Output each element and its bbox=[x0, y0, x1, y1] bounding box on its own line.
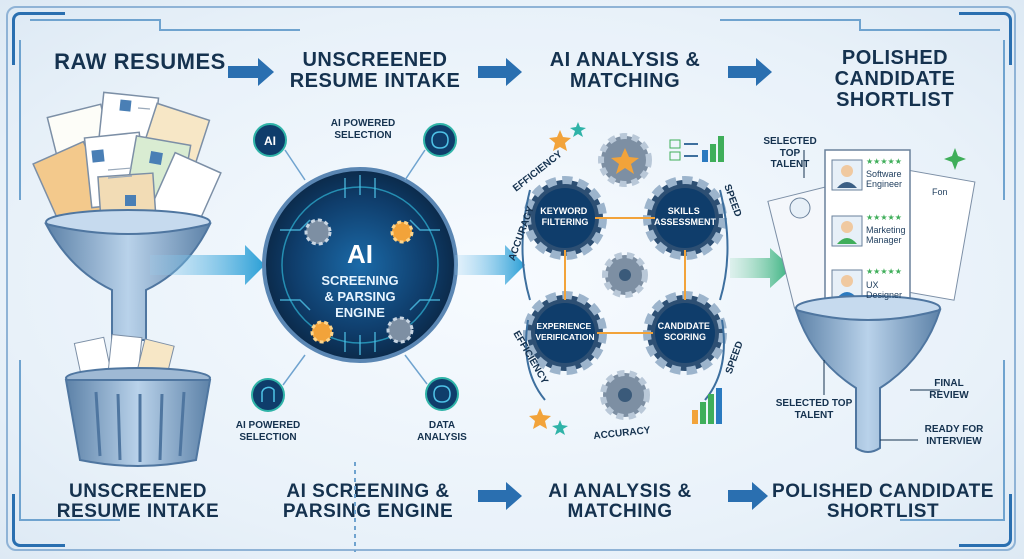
star-icon bbox=[529, 408, 551, 429]
brain-icon bbox=[425, 377, 459, 411]
ai-chip-icon bbox=[253, 123, 287, 157]
corner-decoration bbox=[959, 494, 1012, 547]
gear-label-experience: EXPERIENCE bbox=[536, 321, 591, 331]
rating-stars-icon: ★★★★★ bbox=[866, 267, 902, 276]
candidate-marketing-manager: Marketing Manager bbox=[866, 225, 906, 245]
gear-icon bbox=[390, 220, 414, 244]
flow-arrow-icon bbox=[730, 248, 792, 288]
gear-icon bbox=[310, 320, 334, 344]
resume-basket bbox=[64, 333, 212, 467]
brain-icon bbox=[423, 123, 457, 157]
label-selected-top-talent-bottom: SELECTED TOP TALENT bbox=[775, 398, 853, 421]
engine-title-engine: ENGINE bbox=[335, 305, 385, 320]
svg-text:CANDIDATE SCORING: CANDIDATE SCORING bbox=[658, 321, 713, 342]
corner-decoration bbox=[12, 494, 65, 547]
bottom-title-intake: UNSCREENED RESUME INTAKE bbox=[56, 481, 220, 522]
outer-frame bbox=[6, 6, 1016, 551]
star-icon bbox=[549, 130, 571, 151]
arrow-right-icon bbox=[728, 58, 772, 86]
star-icon bbox=[552, 420, 568, 435]
rating-stars-icon: ★★★★★ bbox=[866, 157, 902, 166]
svg-text:SKILLS ASSESSMENT: SKILLS ASSESSMENT bbox=[654, 206, 717, 227]
engine-title-parsing: & PARSING bbox=[324, 289, 395, 304]
bottom-title-analysis: AI ANALYSIS & MATCHING bbox=[548, 481, 692, 522]
bar-chart-icon bbox=[702, 136, 724, 162]
corner-decoration bbox=[959, 12, 1012, 65]
sparkle-icon bbox=[944, 148, 966, 170]
top-title-shortlist: POLISHED CANDIDATE SHORTLIST bbox=[834, 47, 956, 111]
svg-text:KEYWORD FILTERING: KEYWORD FILTERING bbox=[540, 206, 590, 227]
ai-head-icon bbox=[251, 378, 285, 412]
svg-text:AI: AI bbox=[264, 134, 276, 148]
circuit-lines bbox=[19, 19, 1005, 552]
label-selected-top-talent-top: SELECTED TOP TALENT bbox=[763, 136, 817, 170]
star-icon bbox=[570, 122, 586, 137]
star-icon bbox=[611, 148, 639, 174]
arrow-right-icon bbox=[478, 58, 522, 86]
candidate-software-engineer: Software Engineer bbox=[866, 169, 903, 189]
bottom-flow-arrows bbox=[478, 482, 768, 510]
bottom-title-shortlist: POLISHED CANDIDATE SHORTLIST bbox=[772, 481, 994, 522]
engine-gear: AI SCREENING & PARSING ENGINE bbox=[262, 167, 458, 363]
shortlist-funnel bbox=[794, 150, 942, 453]
engine-title-screening: SCREENING bbox=[321, 273, 398, 288]
back-card-text: Fon bbox=[932, 187, 948, 197]
gear-icon bbox=[304, 218, 332, 246]
top-flow-arrows bbox=[228, 58, 772, 86]
label-ready-for-interview: READY FOR INTERVIEW bbox=[924, 424, 984, 447]
flow-arrow-icon bbox=[455, 245, 525, 285]
engine-satellites: AI bbox=[251, 123, 459, 412]
arrow-right-icon bbox=[228, 58, 274, 86]
gear-label-keyword: KEYWORD bbox=[540, 206, 588, 216]
shortlist-cards: ★★★★★ ★★★★★ ★★★★★ bbox=[767, 148, 976, 309]
bar-chart-icon bbox=[692, 388, 722, 424]
top-title-raw-resumes: RAW RESUMES bbox=[54, 49, 226, 74]
engine-title-ai: AI bbox=[347, 239, 373, 269]
label-ai-powered-bottom: AI POWERED SELECTION bbox=[235, 420, 301, 443]
gear-icon bbox=[386, 316, 414, 344]
gear-label-skills: SKILLS bbox=[668, 206, 700, 216]
arrow-right-icon bbox=[478, 482, 522, 510]
arrow-right-icon bbox=[728, 482, 768, 510]
flow-arrow-icon bbox=[150, 245, 265, 285]
top-title-unscreened-intake: UNSCREENED RESUME INTAKE bbox=[289, 49, 461, 92]
gear-label-scoring: CANDIDATE bbox=[658, 321, 710, 331]
corner-decoration bbox=[12, 12, 65, 65]
checklist-icon bbox=[669, 139, 698, 161]
top-title-ai-analysis: AI ANALYSIS & MATCHING bbox=[549, 49, 701, 92]
rating-stars-icon: ★★★★★ bbox=[866, 213, 902, 222]
label-final-review: FINAL REVIEW bbox=[929, 378, 969, 401]
label-data-analysis: DATA ANALYSIS bbox=[417, 420, 467, 443]
bottom-title-engine: AI SCREENING & PARSING ENGINE bbox=[282, 481, 454, 522]
analysis-gear-cluster: KEYWORD FILTERING SKILLS ASSESSMENT EXPE… bbox=[521, 122, 729, 435]
label-ai-powered-top: AI POWERED SELECTION bbox=[330, 118, 396, 141]
candidate-ux-designer: UX Designer bbox=[866, 280, 903, 300]
svg-text:EXPERIENCE VERIFICATIO: EXPERIENCE VERIFICATION bbox=[535, 321, 594, 342]
intake-funnel bbox=[44, 209, 212, 341]
